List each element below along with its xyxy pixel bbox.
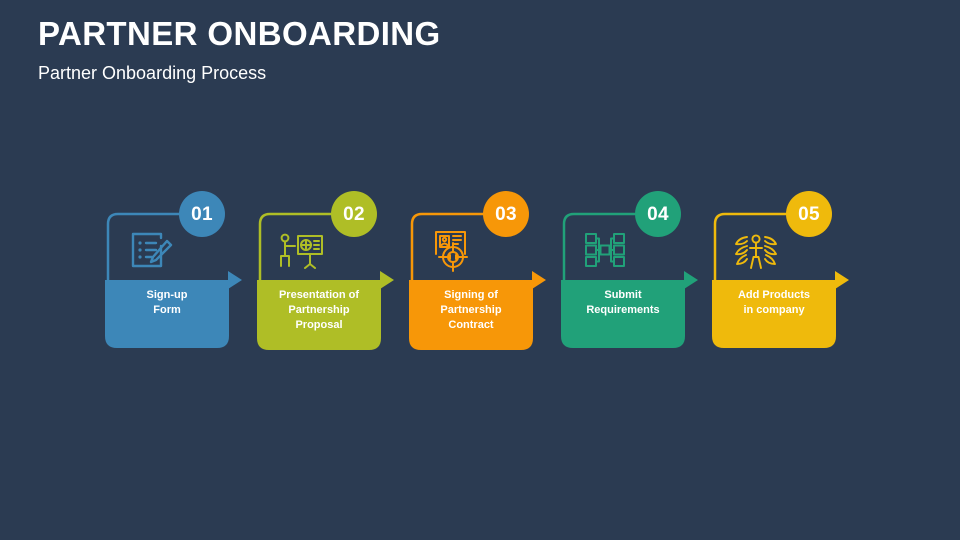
step-3-badge: 03 bbox=[483, 191, 529, 237]
step-2-label: Presentation of Partnership Proposal bbox=[257, 288, 381, 333]
step-4-arrow-icon bbox=[684, 271, 698, 289]
step-3-number: 03 bbox=[495, 203, 517, 225]
person-radiating-icon bbox=[730, 224, 782, 276]
step-3-shape bbox=[409, 191, 533, 366]
process-step-5[interactable]: 05 Add Products in company bbox=[712, 191, 849, 366]
step-4-label: Submit Requirements bbox=[561, 288, 685, 318]
step-3-label: Signing of Partnership Contract bbox=[409, 288, 533, 333]
step-4-badge: 04 bbox=[635, 191, 681, 237]
step-3-label-line-2: Partnership bbox=[440, 304, 502, 316]
step-4-number: 04 bbox=[647, 203, 669, 225]
step-1-number: 01 bbox=[191, 203, 213, 225]
process-step-3[interactable]: 03 Signing of Partnership Contr bbox=[409, 191, 546, 366]
page-subtitle: Partner Onboarding Process bbox=[38, 63, 267, 83]
org-chart-icon bbox=[579, 224, 631, 276]
step-5-arrow-icon bbox=[835, 271, 849, 289]
step-5-shape bbox=[712, 191, 836, 366]
step-4-shape bbox=[561, 191, 685, 366]
step-5-number: 05 bbox=[798, 203, 820, 225]
step-1-shape bbox=[105, 191, 229, 366]
step-3-arrow-icon bbox=[532, 271, 546, 289]
step-2-arrow-icon bbox=[380, 271, 394, 289]
contract-stamp-icon bbox=[427, 224, 479, 276]
process-step-2[interactable]: 02 Presentation of Partnership Proposal bbox=[257, 191, 394, 366]
step-5-label-line-2: in company bbox=[743, 304, 805, 316]
step-5-label-line-1: Add Products bbox=[737, 289, 811, 301]
step-5-label: Add Products in company bbox=[712, 288, 836, 318]
step-2-shape bbox=[257, 191, 381, 366]
process-step-4[interactable]: 04 Submit Require bbox=[561, 191, 698, 366]
step-1-arrow-icon bbox=[228, 271, 242, 289]
step-3-label-line-1: Signing of bbox=[444, 289, 498, 301]
step-4-label-line-1: Submit bbox=[604, 289, 642, 301]
step-1-badge: 01 bbox=[179, 191, 225, 237]
step-4-label-line-2: Requirements bbox=[586, 304, 660, 316]
step-2-number: 02 bbox=[343, 203, 365, 225]
step-1-label-line-2: Form bbox=[153, 304, 181, 316]
presenter-board-icon bbox=[275, 224, 327, 276]
step-3-label-line-3: Contract bbox=[448, 319, 494, 331]
step-2-badge: 02 bbox=[331, 191, 377, 237]
step-1-label-line-1: Sign-up bbox=[146, 289, 188, 301]
step-5-badge: 05 bbox=[786, 191, 832, 237]
process-step-1[interactable]: 01 Sign-up Form bbox=[105, 191, 242, 366]
page-title: PARTNER ONBOARDING bbox=[38, 15, 441, 52]
form-pencil-icon bbox=[123, 224, 175, 276]
step-2-label-line-1: Presentation of bbox=[278, 289, 360, 301]
slide-header: PARTNER ONBOARDING Partner Onboarding Pr… bbox=[38, 14, 738, 85]
step-2-label-line-2: Partnership bbox=[288, 304, 350, 316]
step-2-label-line-3: Proposal bbox=[295, 319, 343, 331]
step-1-label: Sign-up Form bbox=[105, 288, 229, 318]
